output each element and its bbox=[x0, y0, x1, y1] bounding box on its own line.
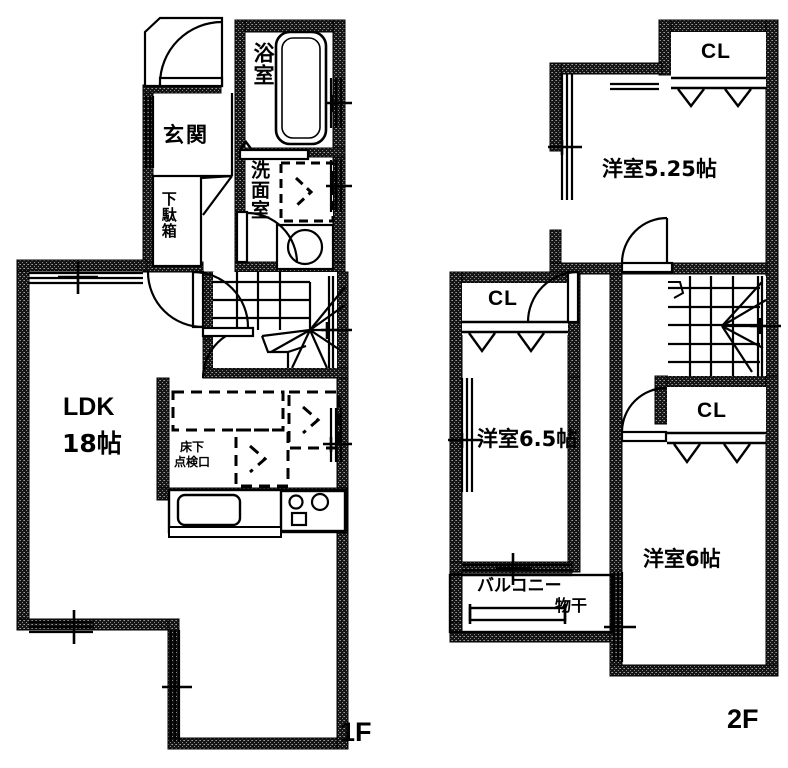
first-floor-detail-lines bbox=[29, 16, 352, 742]
floor-tag-2f: 2F bbox=[727, 704, 759, 734]
room-label-washitsu-6: 洋室6帖 bbox=[643, 547, 721, 571]
annotation-underfloor-inspection-line1: 床下 bbox=[180, 440, 205, 454]
second-floor-group bbox=[448, 19, 781, 677]
closet-label-top-right: CL bbox=[701, 40, 731, 63]
room-label-entrance: 玄関 bbox=[163, 123, 209, 147]
floor-tag-1f: 1F bbox=[340, 717, 372, 747]
annotation-clothes-drying: 物干 bbox=[555, 596, 588, 615]
room-label-shoe-cabinet: 下駄箱 bbox=[159, 191, 178, 239]
room-label-washitsu-525: 洋室5.25帖 bbox=[602, 157, 717, 181]
room-label-balcony: バルコニー bbox=[477, 576, 562, 596]
second-floor-detail-lines bbox=[448, 32, 781, 662]
room-label-ldk: LDK bbox=[63, 393, 115, 421]
closet-label-middle-left: CL bbox=[488, 287, 518, 310]
first-floor-group bbox=[16, 16, 352, 750]
room-label-bathroom: 浴室 bbox=[251, 42, 276, 86]
room-label-washroom: 洗面室 bbox=[247, 160, 270, 220]
closet-label-middle-right: CL bbox=[697, 399, 727, 422]
annotation-underfloor-inspection-line2: 点検口 bbox=[174, 455, 211, 469]
room-label-washitsu-65: 洋室6.5帖 bbox=[477, 427, 578, 451]
room-label-ldk-area: 18帖 bbox=[62, 429, 122, 458]
